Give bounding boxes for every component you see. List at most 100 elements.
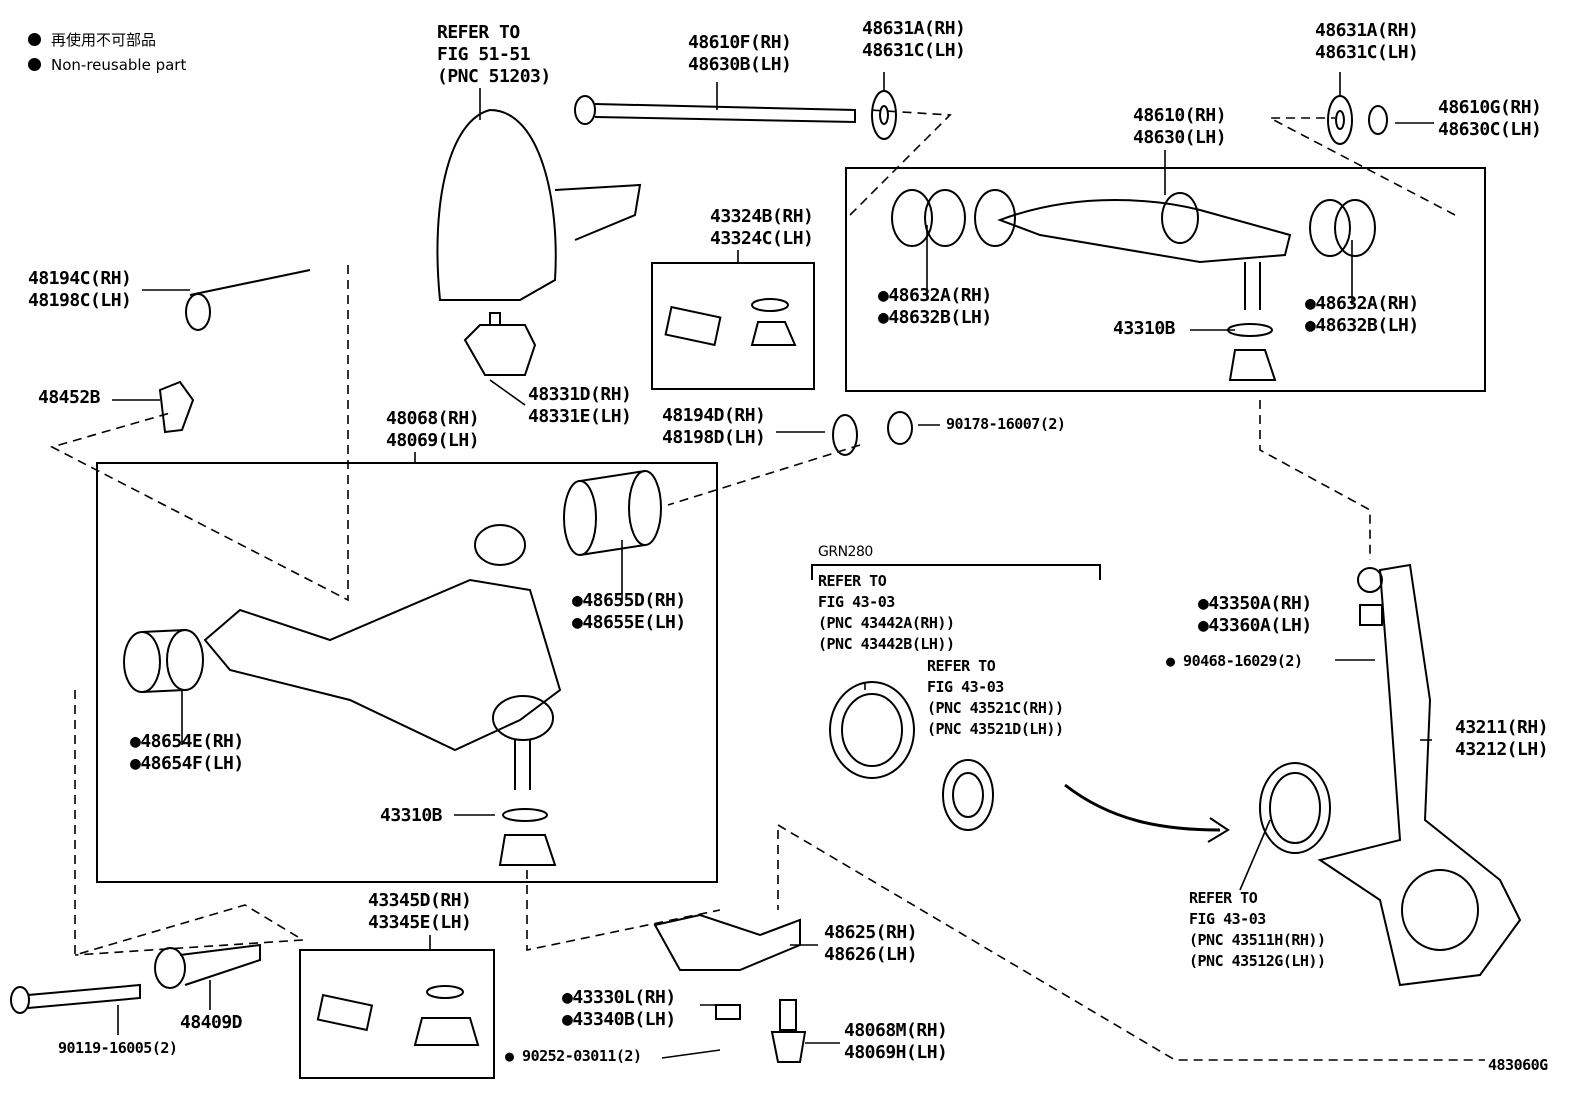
part-label-90468-16029[interactable]: ● 90468-16029(2) bbox=[1166, 651, 1303, 671]
label-line: 43345D(RH) bbox=[368, 890, 472, 911]
part-label-48625[interactable]: 48625(RH)48626(LH) bbox=[824, 922, 918, 966]
label-line: 48626(LH) bbox=[824, 944, 918, 965]
part-label-48068[interactable]: 48068(RH)48069(LH) bbox=[386, 408, 480, 452]
label-line: 48331E(LH) bbox=[528, 406, 632, 427]
label-line: 43324B(RH) bbox=[710, 206, 814, 227]
label-line: FIG 43-03 bbox=[927, 678, 1004, 696]
grn280-bracket bbox=[811, 564, 1101, 580]
label-line: ●43330L(RH) bbox=[562, 987, 676, 1008]
part-label-48631a-right[interactable]: 48631A(RH)48631C(LH) bbox=[1315, 20, 1419, 64]
part-label-43345d[interactable]: 43345D(RH)43345E(LH) bbox=[368, 890, 472, 934]
label-line: ●48654E(RH) bbox=[130, 731, 244, 752]
part-label-48068m[interactable]: 48068M(RH)48069H(LH) bbox=[844, 1020, 948, 1064]
label-line: FIG 43-03 bbox=[1189, 910, 1266, 928]
non-reusable-dot-icon bbox=[28, 58, 41, 71]
part-label-43330l[interactable]: ●43330L(RH)●43340B(LH) bbox=[562, 987, 676, 1031]
label-line: 48630C(LH) bbox=[1438, 119, 1542, 140]
label-line: ● 90468-16029(2) bbox=[1166, 652, 1303, 670]
label-line: 48610F(RH) bbox=[688, 32, 792, 53]
label-line: REFER TO bbox=[1189, 889, 1258, 907]
label-line: 43310B bbox=[1113, 318, 1176, 339]
label-line: 48198D(LH) bbox=[662, 427, 766, 448]
part-label-43310b-upper[interactable]: 43310B bbox=[1113, 318, 1176, 340]
part-label-48610f[interactable]: 48610F(RH)48630B(LH) bbox=[688, 32, 792, 76]
label-line: GRN280 bbox=[818, 544, 873, 560]
part-label-43211[interactable]: 43211(RH)43212(LH) bbox=[1455, 717, 1549, 761]
label-line: ●48632A(RH) bbox=[878, 285, 992, 306]
label-line: ●48654F(LH) bbox=[130, 753, 244, 774]
label-line: 48630B(LH) bbox=[688, 54, 792, 75]
label-line: (PNC 43442A(RH)) bbox=[818, 614, 955, 632]
legend-item-ja: 再使用不可部品 bbox=[28, 28, 186, 53]
grn280-label: GRN280 bbox=[818, 542, 873, 562]
label-line: ●48632B(LH) bbox=[1305, 315, 1419, 336]
label-line: ●43360A(LH) bbox=[1198, 615, 1312, 636]
label-line: 483060G bbox=[1488, 1056, 1548, 1074]
label-line: ● 90252-03011(2) bbox=[505, 1047, 642, 1065]
part-label-43310b-lower[interactable]: 43310B bbox=[380, 805, 443, 827]
label-line: 48069H(LH) bbox=[844, 1042, 948, 1063]
part-shapes bbox=[10, 90, 1522, 1063]
label-line: (PNC 51203) bbox=[437, 66, 551, 87]
refer-fig-43-03-43442[interactable]: REFER TO FIG 43-03 (PNC 43442A(RH)) (PNC 43… bbox=[818, 571, 955, 655]
part-label-48331d[interactable]: 48331D(RH)48331E(LH) bbox=[528, 384, 632, 428]
label-line: 48631A(RH) bbox=[1315, 20, 1419, 41]
label-line: 48331D(RH) bbox=[528, 384, 632, 405]
label-line: 48610(RH) bbox=[1133, 105, 1227, 126]
part-label-48655d[interactable]: ●48655D(RH)●48655E(LH) bbox=[572, 590, 686, 634]
non-reusable-dot-icon bbox=[28, 33, 41, 46]
label-line: FIG 43-03 bbox=[818, 593, 895, 611]
label-line: 43310B bbox=[380, 805, 443, 826]
label-line: 48631A(RH) bbox=[862, 18, 966, 39]
label-line: 48631C(LH) bbox=[862, 40, 966, 61]
part-label-48409d[interactable]: 48409D bbox=[180, 1012, 243, 1034]
label-line: 48452B bbox=[38, 387, 101, 408]
label-line: 48194D(RH) bbox=[662, 405, 766, 426]
legend-text-ja: 再使用不可部品 bbox=[51, 31, 157, 49]
label-line: 43324C(LH) bbox=[710, 228, 814, 249]
label-line: 48068M(RH) bbox=[844, 1020, 948, 1041]
label-line: 48069(LH) bbox=[386, 430, 480, 451]
label-line: 48068(RH) bbox=[386, 408, 480, 429]
label-line: ●48632B(LH) bbox=[878, 307, 992, 328]
refer-fig-43-03-43511[interactable]: REFER TO FIG 43-03 (PNC 43511H(RH)) (PNC 43… bbox=[1189, 888, 1326, 972]
label-line: (PNC 43521C(RH)) bbox=[927, 699, 1064, 717]
legend-item-en: Non-reusable part bbox=[28, 53, 186, 78]
part-label-48632a-left[interactable]: ●48632A(RH)●48632B(LH) bbox=[878, 285, 992, 329]
figure-id: 483060G bbox=[1488, 1055, 1548, 1075]
part-label-90119-16005[interactable]: 90119-16005(2) bbox=[58, 1038, 178, 1058]
part-label-48452b[interactable]: 48452B bbox=[38, 387, 101, 409]
part-label-43324b[interactable]: 43324B(RH)43324C(LH) bbox=[710, 206, 814, 250]
label-line: (PNC 43512G(LH)) bbox=[1189, 952, 1326, 970]
part-label-48194c[interactable]: 48194C(RH)48198C(LH) bbox=[28, 268, 132, 312]
label-line: 48194C(RH) bbox=[28, 268, 132, 289]
label-line: 48630(LH) bbox=[1133, 127, 1227, 148]
part-label-48631a[interactable]: 48631A(RH)48631C(LH) bbox=[862, 18, 966, 62]
label-line: (PNC 43442B(LH)) bbox=[818, 635, 955, 653]
part-label-90252-03011[interactable]: ● 90252-03011(2) bbox=[505, 1046, 642, 1066]
label-line: 48409D bbox=[180, 1012, 243, 1033]
label-line: (PNC 43511H(RH)) bbox=[1189, 931, 1326, 949]
legend: 再使用不可部品 Non-reusable part bbox=[28, 28, 186, 78]
part-label-43350a[interactable]: ●43350A(RH)●43360A(LH) bbox=[1198, 593, 1312, 637]
label-line: REFER TO bbox=[818, 572, 887, 590]
part-label-48610[interactable]: 48610(RH)48630(LH) bbox=[1133, 105, 1227, 149]
label-line: ●43340B(LH) bbox=[562, 1009, 676, 1030]
boot-kit-box-upper bbox=[651, 262, 815, 390]
part-label-90178-16007[interactable]: 90178-16007(2) bbox=[946, 414, 1066, 434]
part-label-48610g[interactable]: 48610G(RH)48630C(LH) bbox=[1438, 97, 1542, 141]
label-line: 43212(LH) bbox=[1455, 739, 1549, 760]
part-label-48654e[interactable]: ●48654E(RH)●48654F(LH) bbox=[130, 731, 244, 775]
label-line: 48198C(LH) bbox=[28, 290, 132, 311]
label-line: ●48655E(LH) bbox=[572, 612, 686, 633]
label-line: 43345E(LH) bbox=[368, 912, 472, 933]
label-line: 48610G(RH) bbox=[1438, 97, 1542, 118]
part-label-48632a-right[interactable]: ●48632A(RH)●48632B(LH) bbox=[1305, 293, 1419, 337]
lower-arm-group-box bbox=[96, 462, 718, 883]
part-label-48194d[interactable]: 48194D(RH)48198D(LH) bbox=[662, 405, 766, 449]
label-line: 48625(RH) bbox=[824, 922, 918, 943]
label-line: REFER TO bbox=[927, 657, 996, 675]
